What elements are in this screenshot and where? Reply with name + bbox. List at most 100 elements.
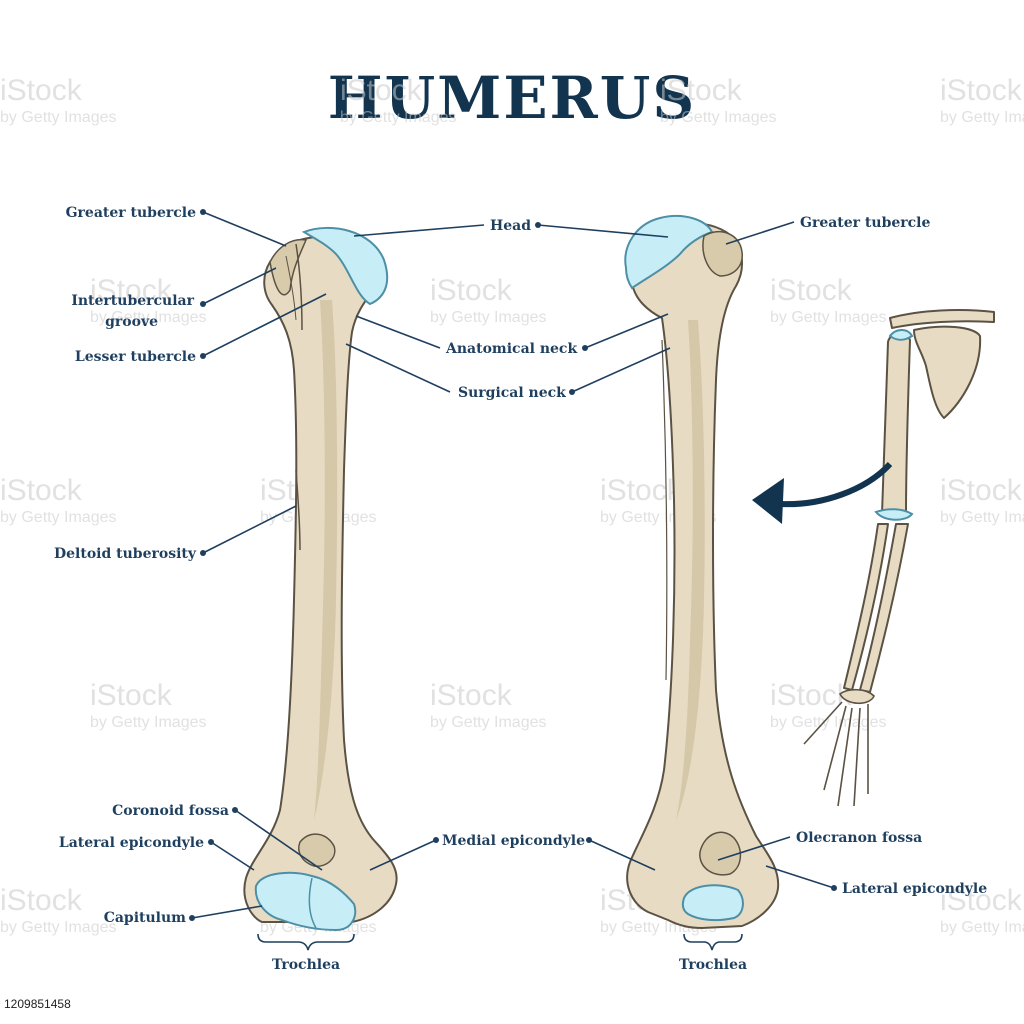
- pointer-arrowhead: [752, 478, 784, 524]
- leader-coronoid-fossa: [234, 809, 323, 871]
- leader-intertubercular-groove: [202, 267, 277, 305]
- dot-head: [535, 222, 541, 228]
- leader-lesser-tubercle: [202, 293, 327, 357]
- watermark-brand: iStock: [0, 884, 83, 917]
- small-humerus: [881, 332, 911, 515]
- label-surgical-neck: Surgical neck: [458, 385, 566, 401]
- leader-capitulum: [191, 905, 263, 919]
- label-lesser-tubercle: Lesser tubercle: [75, 349, 196, 365]
- groove-edge-line: [285, 255, 297, 321]
- watermark-brand: iStock: [0, 74, 83, 107]
- greater-tubercle-posterior: [702, 231, 743, 277]
- watermark-brand: iStock: [90, 274, 173, 307]
- scapula: [913, 325, 982, 419]
- watermark-brand: iStock: [940, 74, 1023, 107]
- dot-greater-tubercle-left: [200, 209, 206, 215]
- image-id: 1209851458: [4, 997, 71, 1011]
- shaft-shading: [314, 300, 338, 820]
- watermark-sub: by Getty Images: [940, 109, 1024, 126]
- watermark-sub: by Getty Images: [340, 109, 457, 126]
- trochlea-brace-left: [257, 933, 355, 951]
- watermark-sub: by Getty Images: [0, 109, 117, 126]
- watermark-sub: by Getty Images: [430, 714, 547, 731]
- watermark-sub: by Getty Images: [770, 309, 887, 326]
- watermark-brand: iStock: [940, 474, 1023, 507]
- label-capitulum: Capitulum: [104, 910, 186, 926]
- pointer-arrow: [779, 461, 893, 508]
- watermark-sub: by Getty Images: [770, 714, 887, 731]
- trochlea-brace-right: [683, 933, 743, 951]
- leader-greater-tubercle-left: [202, 211, 287, 247]
- watermark-sub: by Getty Images: [940, 919, 1024, 936]
- label-greater-tubercle-left: Greater tubercle: [66, 205, 196, 221]
- watermark-brand: iStock: [340, 74, 423, 107]
- label-lateral-epicondyle-left: Lateral epicondyle: [59, 835, 204, 851]
- posterior-shaft-shading: [676, 320, 705, 820]
- watermark-brand: iStock: [90, 679, 173, 712]
- label-lateral-epicondyle-right: Lateral epicondyle: [842, 881, 987, 897]
- dot-medial-epicondyle-left: [433, 837, 439, 843]
- leader-deltoid-tuberosity: [202, 505, 297, 554]
- watermark-brand: iStock: [430, 679, 513, 712]
- hand-bones: [803, 688, 875, 807]
- leader-lateral-epicondyle-right: [765, 865, 835, 889]
- arm-skeleton-thumbnail: [752, 309, 995, 807]
- small-elbow: [874, 508, 914, 521]
- leader-olecranon-fossa: [717, 836, 791, 861]
- watermark-brand: iStock: [660, 74, 743, 107]
- watermark-brand: iStock: [600, 474, 683, 507]
- image-id-box: [0, 994, 92, 1012]
- dot-coronoid-fossa: [232, 807, 238, 813]
- watermark-brand: iStock: [430, 274, 513, 307]
- olecranon-fossa-shape: [699, 831, 742, 876]
- dot-medial-epicondyle-right: [586, 837, 592, 843]
- dot-lesser-tubercle: [200, 353, 206, 359]
- leader-head-right: [537, 224, 669, 238]
- labels: Greater tubercle Intertubercular groove …: [54, 205, 987, 973]
- watermark-sub: by Getty Images: [430, 309, 547, 326]
- watermark-brand: iStock: [770, 274, 853, 307]
- label-olecranon-fossa: Olecranon fossa: [796, 830, 922, 846]
- leader-surgical-neck-right: [571, 347, 671, 393]
- watermark-sub: by Getty Images: [90, 309, 207, 326]
- leader-anatomical-neck-left: [355, 315, 441, 349]
- humerus-anterior-bone: [243, 235, 398, 923]
- page-title: HUMERUS: [328, 64, 696, 132]
- label-medial-epicondyle: Medial epicondyle: [442, 833, 585, 849]
- dot-capitulum: [189, 915, 195, 921]
- leader-medial-epicondyle-right: [588, 839, 656, 871]
- ulna: [859, 523, 909, 693]
- humerus-anterior: [243, 226, 398, 932]
- label-anatomical-neck: Anatomical neck: [445, 341, 577, 357]
- label-intertubercular-groove-line2: groove: [105, 314, 158, 330]
- small-humerus-head: [888, 329, 914, 341]
- watermark-sub: by Getty Images: [940, 509, 1024, 526]
- leader-greater-tubercle-right: [725, 221, 795, 245]
- dot-deltoid-tuberosity: [200, 550, 206, 556]
- capitulum-trochlea-cartilage: [254, 871, 357, 932]
- head-cartilage-posterior: [624, 214, 714, 290]
- watermark-sub: by Getty Images: [660, 109, 777, 126]
- label-greater-tubercle-right: Greater tubercle: [800, 215, 930, 231]
- leader-lateral-epicondyle-left: [210, 841, 255, 871]
- watermark-sub: by Getty Images: [90, 714, 207, 731]
- dot-anatomical-neck: [582, 345, 588, 351]
- leader-medial-epicondyle-left: [369, 839, 437, 871]
- watermark-brand: iStock: [940, 884, 1023, 917]
- watermark-sub: by Getty Images: [0, 919, 117, 936]
- dot-intertubercular-groove: [200, 301, 206, 307]
- dot-lateral-epicondyle-left: [208, 839, 214, 845]
- posterior-shaft-line: [661, 339, 668, 681]
- label-trochlea-right: Trochlea: [679, 957, 747, 973]
- leader-surgical-neck-left: [345, 343, 451, 393]
- label-deltoid-tuberosity: Deltoid tuberosity: [54, 546, 197, 562]
- watermark-sub: by Getty Images: [0, 509, 117, 526]
- dot-lateral-epicondyle-right: [831, 885, 837, 891]
- leader-lines: [189, 209, 837, 921]
- label-intertubercular-groove-line1: Intertubercular: [71, 293, 194, 309]
- intertubercular-groove-line: [295, 243, 303, 331]
- dot-surgical-neck: [569, 389, 575, 395]
- label-trochlea-left: Trochlea: [272, 957, 340, 973]
